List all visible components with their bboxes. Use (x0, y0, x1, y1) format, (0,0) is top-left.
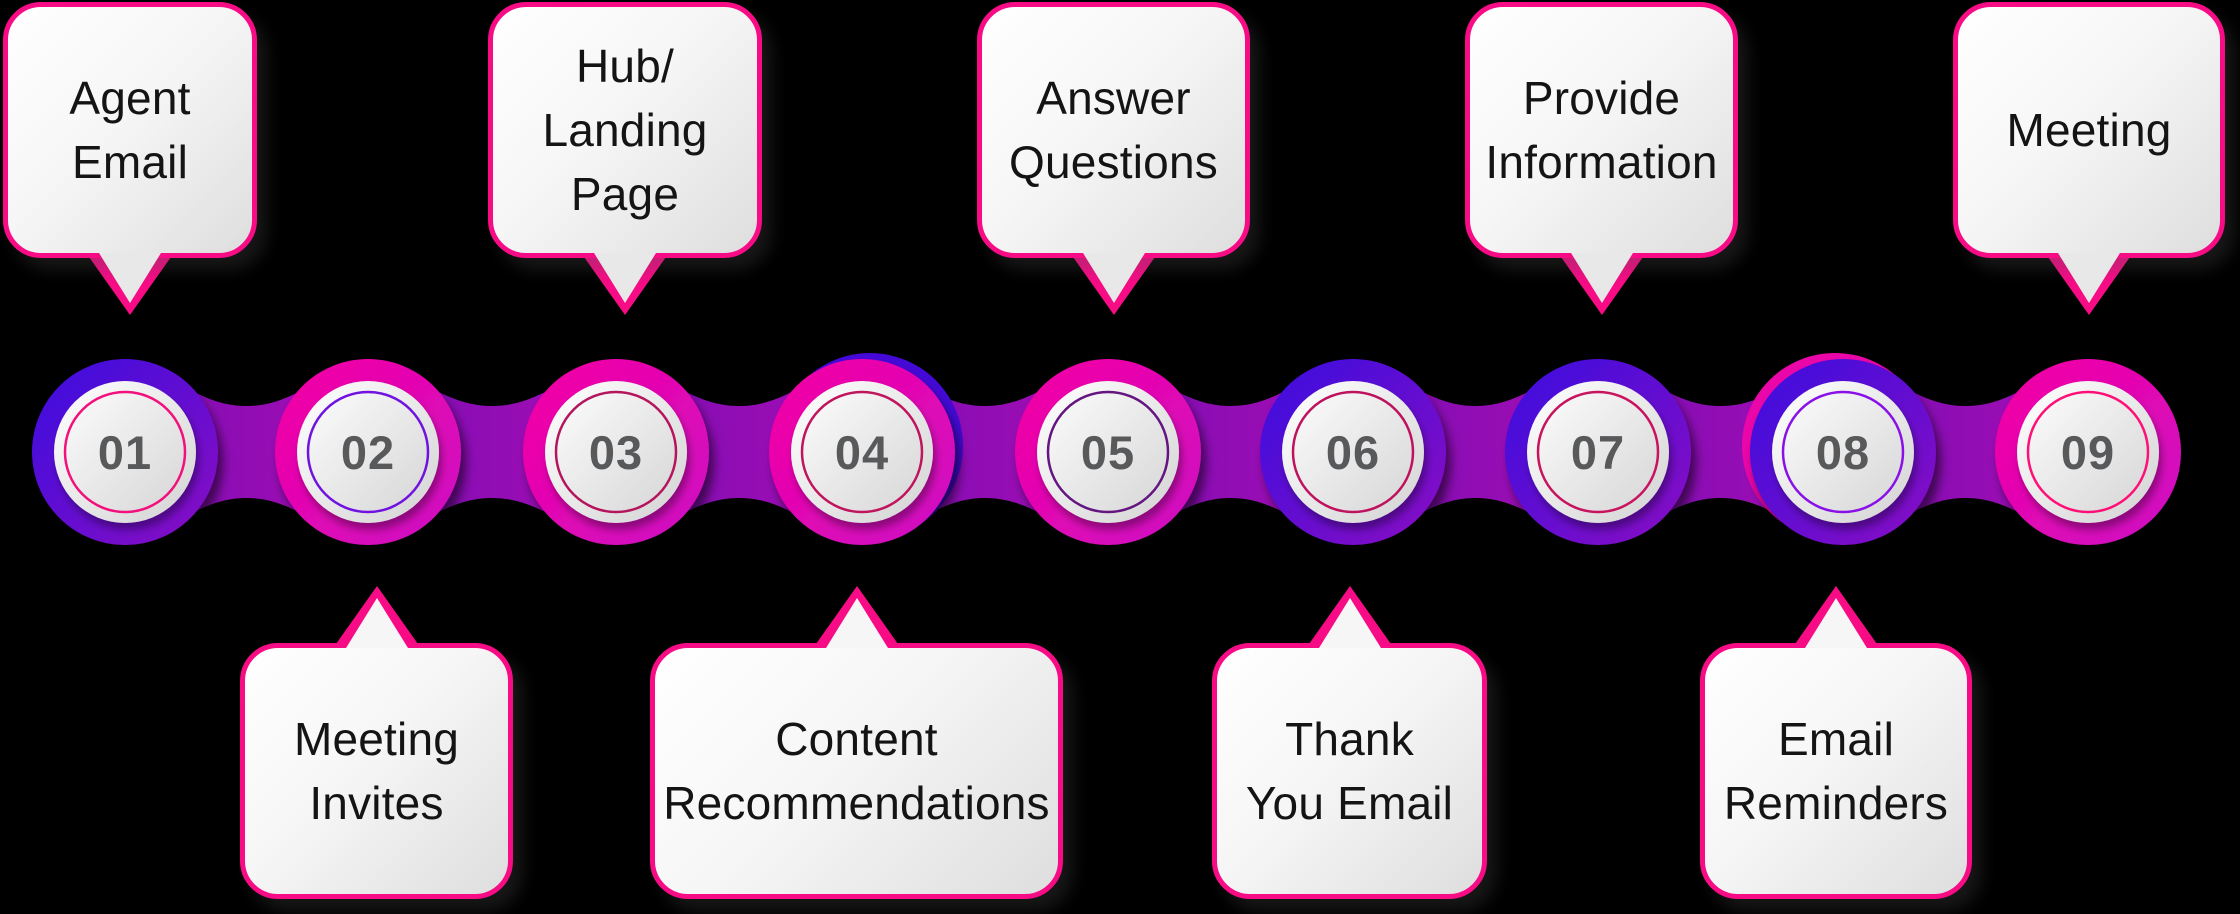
inner-ring (1046, 390, 1170, 514)
bubble-tail-fill (825, 598, 888, 648)
bubble-box: Hub/ Landing Page (488, 2, 762, 258)
process-chain: 01 02 03 04 05 (32, 353, 2181, 545)
bubble-tail-fill (99, 253, 161, 303)
bubble-label: Provide Information (1485, 72, 1718, 188)
bubble-label: Content Recommendations (663, 713, 1050, 829)
callout-bubble-02: Meeting Invites (240, 586, 513, 899)
timeline-node-02: 02 (275, 359, 461, 545)
step-number: 06 (1326, 426, 1380, 479)
bubble-tail-fill (594, 253, 656, 303)
callout-bubble-05: Answer Questions (977, 2, 1250, 315)
step-number: 04 (835, 426, 889, 479)
inner-ring (554, 390, 678, 514)
bubble-box: Thank You Email (1212, 643, 1487, 899)
callout-bubble-03: Hub/ Landing Page (488, 2, 762, 315)
callout-bubble-09: Meeting (1953, 2, 2225, 315)
callout-bubble-07: Provide Information (1465, 2, 1738, 315)
bubble-box: Answer Questions (977, 2, 1250, 258)
timeline-node-07: 07 (1505, 359, 1691, 545)
step-number: 08 (1816, 426, 1870, 479)
callout-bubble-08: Email Reminders (1700, 586, 1972, 899)
step-number: 02 (341, 426, 395, 479)
timeline-node-08: 08 (1742, 353, 1936, 545)
inner-ring (2026, 390, 2150, 514)
bubble-label: Hub/ Landing Page (542, 40, 708, 220)
inner-ring (1536, 390, 1660, 514)
timeline-node-09: 09 (1995, 359, 2181, 545)
timeline-node-05: 05 (1015, 359, 1201, 545)
bubble-tail-fill (1318, 598, 1381, 648)
timeline-node-01: 01 (32, 359, 218, 545)
step-number: 01 (98, 426, 152, 479)
bubble-box: Agent Email (3, 2, 257, 258)
bubble-box: Meeting Invites (240, 643, 513, 899)
bubble-box: Provide Information (1465, 2, 1738, 258)
bubble-tail-fill (1805, 598, 1867, 648)
bubble-tail-fill (1570, 253, 1633, 303)
bubble-label: Thank You Email (1245, 713, 1454, 829)
bubble-tail-fill (2058, 253, 2120, 303)
bubble-tail-fill (1082, 253, 1145, 303)
bubble-label: Meeting Invites (293, 713, 460, 829)
step-number: 05 (1081, 426, 1135, 479)
timeline-node-06: 06 (1260, 359, 1446, 545)
callout-bubble-04: Content Recommendations (650, 586, 1063, 899)
bubble-label: Answer Questions (1009, 72, 1218, 188)
inner-ring (800, 390, 924, 514)
bubble-label: Agent Email (69, 72, 191, 188)
bubble-label: Meeting (2006, 104, 2172, 156)
bubble-box: Meeting (1953, 2, 2225, 258)
step-number: 09 (2061, 426, 2115, 479)
timeline-node-03: 03 (523, 359, 709, 545)
inner-ring (1291, 390, 1415, 514)
step-number: 07 (1571, 426, 1625, 479)
bubble-box: Email Reminders (1700, 643, 1972, 899)
inner-ring (306, 390, 430, 514)
bubble-label: Email Reminders (1723, 713, 1949, 829)
step-number: 03 (589, 426, 643, 479)
inner-ring (63, 390, 187, 514)
callout-bubble-01: Agent Email (3, 2, 257, 315)
bubble-tail-fill (345, 598, 408, 648)
bubble-box: Content Recommendations (650, 643, 1063, 899)
inner-ring (1781, 390, 1905, 514)
callout-bubble-06: Thank You Email (1212, 586, 1487, 899)
timeline-node-04: 04 (769, 353, 963, 545)
